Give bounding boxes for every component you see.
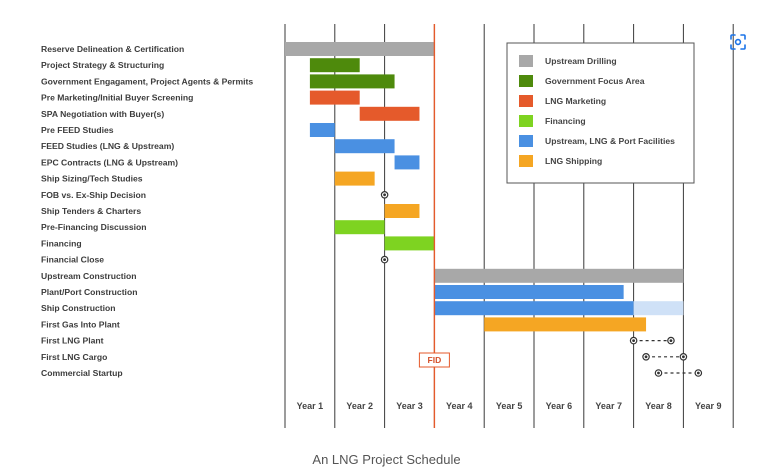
legend-swatch	[519, 115, 533, 127]
legend-entry: Government Focus Area	[545, 76, 645, 86]
task-bar	[633, 301, 684, 316]
task-label: Pre FEED Studies	[41, 125, 114, 135]
task-bar	[434, 301, 634, 316]
task-label: SPA Negotiation with Buyer(s)	[41, 109, 164, 119]
task-bar	[285, 42, 435, 56]
task-label: Upstream Construction	[41, 271, 137, 281]
fid-box	[418, 352, 450, 368]
milestones: FID	[380, 24, 703, 428]
task-bar	[334, 139, 395, 154]
task-bar	[309, 90, 360, 105]
task-bar	[384, 204, 420, 218]
year-tick-label: Year 3	[396, 401, 423, 411]
range-end-core	[632, 339, 635, 342]
task-label: Ship Sizing/Tech Studies	[41, 174, 143, 184]
legend-box	[506, 42, 695, 184]
task-label: Financing	[41, 238, 82, 248]
legend-entry: Financing	[545, 116, 586, 126]
task-label: Commercial Startup	[41, 368, 123, 378]
task-bar	[484, 317, 647, 332]
task-label: FEED Studies (LNG & Upstream)	[41, 141, 174, 151]
legend-entry: Upstream, LNG & Port Facilities	[545, 136, 675, 146]
chart-caption: An LNG Project Schedule	[312, 452, 461, 467]
task-bar	[334, 171, 375, 186]
legend-swatch	[519, 75, 533, 87]
task-label: FOB vs. Ex-Ship Decision	[41, 190, 146, 200]
task-label: Plant/Port Construction	[41, 287, 137, 297]
milestone-dot-core	[383, 193, 386, 197]
focus-frame-icon[interactable]	[729, 33, 747, 51]
legend-swatch	[519, 95, 533, 107]
year-tick-label: Year 9	[695, 401, 722, 411]
task-bar	[334, 220, 385, 235]
task-label: Ship Tenders & Charters	[41, 206, 141, 216]
legend-swatch	[519, 55, 533, 67]
year-tick-label: Year 6	[546, 401, 573, 411]
task-bar	[434, 285, 624, 299]
year-tick-label: Year 1	[297, 401, 324, 411]
task-label: Reserve Delineation & Certification	[41, 44, 184, 54]
task-label: Government Engagament, Project Agents & …	[41, 76, 253, 86]
year-tick-label: Year 7	[595, 401, 622, 411]
year-tick-label: Year 2	[346, 401, 373, 411]
task-bar	[359, 106, 420, 121]
range-end-core	[669, 339, 673, 342]
lng-schedule-chart: Reserve Delineation & CertificationProje…	[41, 24, 734, 428]
range-end-core	[644, 355, 648, 359]
task-bars	[285, 42, 684, 332]
task-label: EPC Contracts (LNG & Upstream)	[41, 157, 178, 167]
range-end-core	[696, 371, 700, 375]
task-bar	[309, 123, 335, 137]
task-bar	[309, 74, 395, 89]
year-axis: Year 1 Year 2 Year 3 Year 4 Year 5 Year 6 Year…	[297, 401, 722, 411]
range-end-core	[682, 355, 685, 359]
task-bar	[384, 236, 435, 251]
task-label: Pre-Financing Discussion	[41, 222, 147, 232]
task-label: Project Strategy & Structuring	[41, 60, 164, 70]
legend-swatch	[519, 135, 533, 147]
milestone-dot-core	[383, 258, 386, 261]
year-tick-label: Year 5	[496, 401, 523, 411]
range-end-core	[657, 371, 660, 375]
legend-entry: Upstream Drilling	[545, 56, 617, 66]
task-label: First LNG Plant	[41, 336, 104, 346]
task-label: First LNG Cargo	[41, 352, 107, 362]
task-label: Pre Marketing/Initial Buyer Screening	[41, 93, 193, 103]
fid-label: FID	[428, 355, 442, 365]
legend-swatch	[519, 155, 533, 167]
legend-entry: LNG Marketing	[545, 96, 606, 106]
task-bar	[309, 58, 360, 73]
year-tick-label: Year 4	[446, 401, 473, 411]
task-bar	[394, 155, 420, 170]
task-label: First Gas Into Plant	[41, 319, 120, 329]
task-label: Financial Close	[41, 255, 104, 265]
task-labels: Reserve Delineation & CertificationProje…	[41, 44, 253, 378]
year-tick-label: Year 8	[645, 401, 672, 411]
legend-entry: LNG Shipping	[545, 156, 602, 166]
task-bar	[434, 268, 684, 283]
task-label: Ship Construction	[41, 303, 115, 313]
